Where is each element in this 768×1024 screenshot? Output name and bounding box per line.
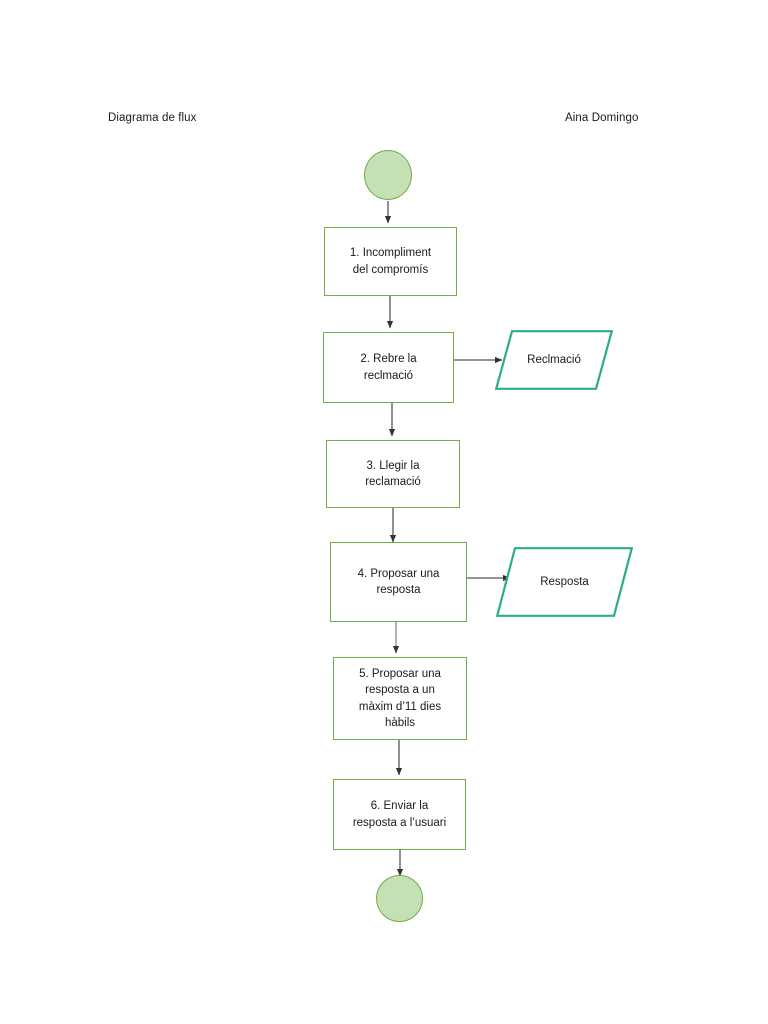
document-author: Aina Domingo — [565, 112, 639, 124]
flow-node-step6[interactable]: 6. Enviar la resposta a l’usuari — [333, 779, 466, 850]
flow-node-data-reclamacio-label: Reclmació — [527, 353, 581, 366]
parallelogram-shape-icon — [496, 547, 633, 617]
flow-node-end[interactable] — [376, 875, 423, 922]
document-title: Diagrama de flux — [108, 112, 197, 124]
flow-node-step2[interactable]: 2. Rebre la reclmació — [323, 332, 454, 403]
document-header: Diagrama de flux Aina Domingo — [0, 112, 768, 132]
flow-node-step1[interactable]: 1. Incompliment del compromís — [324, 227, 457, 296]
parallelogram-shape-icon — [495, 330, 613, 390]
flow-node-step5-label: 5. Proposar una resposta a un màxim d’11… — [358, 667, 442, 730]
flow-node-step3-label: 3. Llegir la reclamació — [365, 459, 421, 489]
flow-node-step5[interactable]: 5. Proposar una resposta a un màxim d’11… — [333, 657, 467, 740]
flow-node-step4-label: 4. Proposar una resposta — [357, 567, 440, 597]
flow-node-step3[interactable]: 3. Llegir la reclamació — [326, 440, 460, 508]
flow-node-step2-label: 2. Rebre la reclmació — [360, 353, 417, 382]
flow-node-data-reclamacio[interactable]: Reclmació — [495, 330, 613, 390]
flow-node-start[interactable] — [364, 150, 412, 200]
flow-node-data-resposta[interactable]: Resposta — [496, 547, 633, 617]
flow-node-step1-label: 1. Incompliment del compromís — [349, 247, 432, 276]
flow-node-step6-label: 6. Enviar la resposta a l’usuari — [352, 800, 447, 829]
flow-node-step4[interactable]: 4. Proposar una resposta — [330, 542, 467, 622]
flow-node-data-resposta-label: Resposta — [540, 575, 589, 588]
